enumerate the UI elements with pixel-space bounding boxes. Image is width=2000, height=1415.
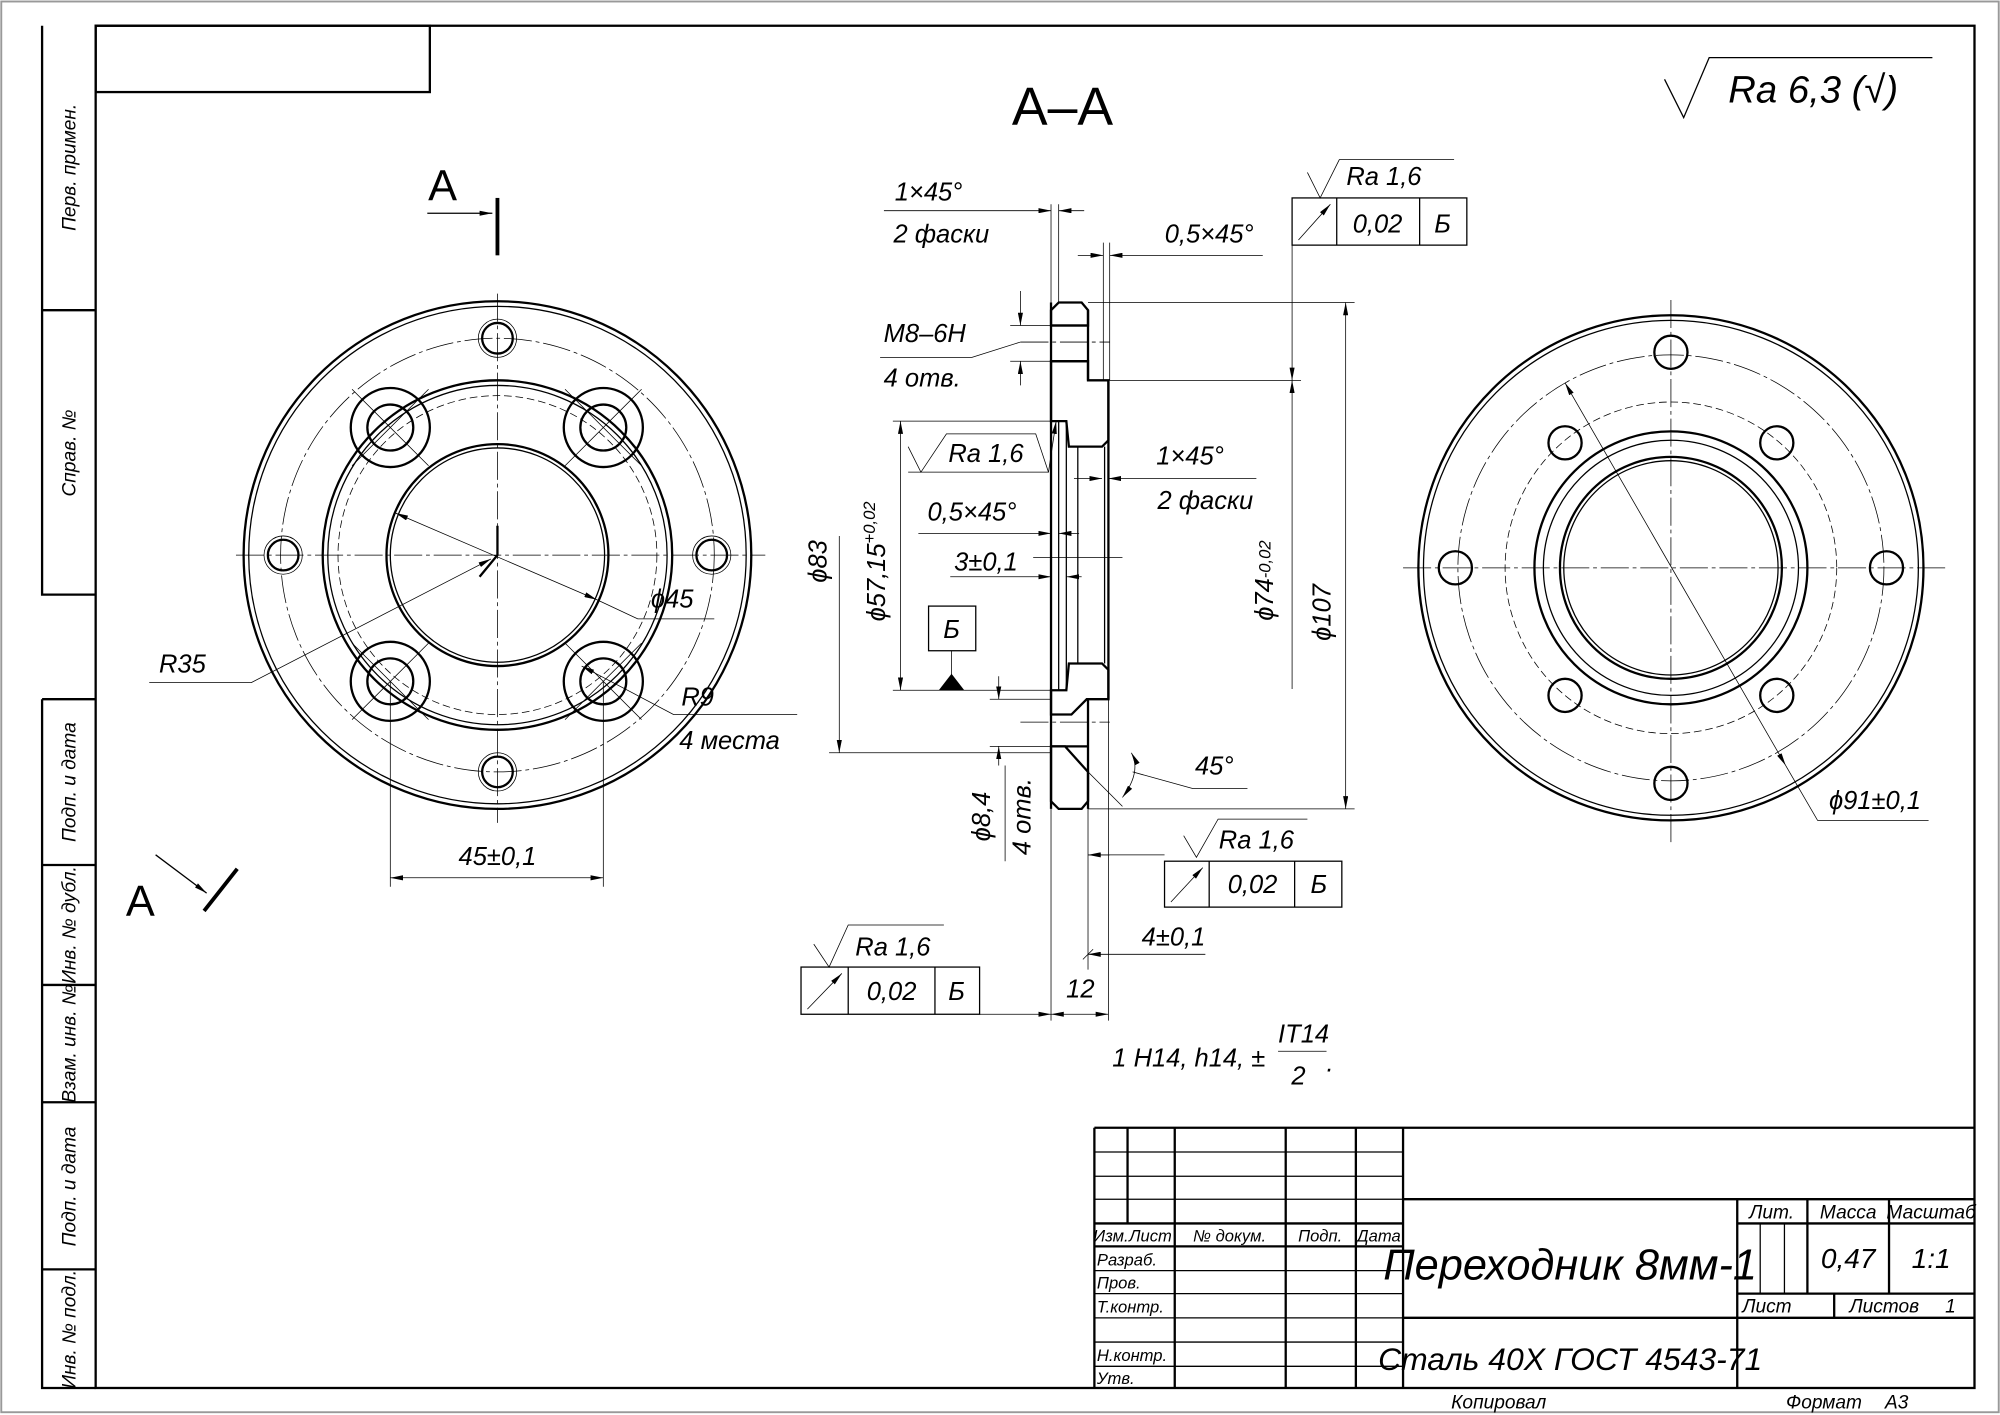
strip-vzam-inv: Взам. инв. № (59, 984, 80, 1102)
dim-chamfer-top-a: 1×45° (895, 178, 963, 206)
tb-header-date: Дата (1355, 1226, 1401, 1245)
tb-mass: 0,47 (1821, 1243, 1877, 1274)
side-strip: Перв. примен. Справ. № Подп. и дата Инв.… (40, 25, 96, 1390)
dim-r9-note: 4 места (679, 727, 780, 755)
tolerance-ra: Ra 1,6 (1346, 163, 1422, 191)
dim-d107: ϕ107 (1308, 583, 1336, 641)
section-mark-bottom: А (126, 878, 155, 926)
tb-copied: Копировал (1451, 1392, 1546, 1413)
tb-sheets: 1 (1945, 1297, 1956, 1318)
tb-lit-label: Лит. (1747, 1202, 1794, 1223)
strip-inv-dubl: Инв. № дубл. (59, 866, 80, 984)
tolerance-datum: Б (948, 978, 965, 1006)
general-roughness: Ra 6,3 (√) (1663, 56, 1933, 120)
dim-chamfer-top-b: 0,5×45° (1165, 221, 1254, 249)
dim-d91: ϕ91±0,1 (1829, 787, 1921, 815)
tb-role-utv: Утв. (1096, 1369, 1135, 1388)
dim-d83: ϕ83 (805, 540, 833, 583)
strip-perv-primen: Перв. примен. (59, 104, 80, 231)
tb-header-sign: Подп. (1298, 1226, 1342, 1245)
strip-podp-data-1: Подп. и дата (59, 722, 80, 842)
tb-role-tkontr: Т.контр. (1097, 1298, 1164, 1317)
drawing-frame (94, 24, 1976, 1390)
svg-text:ϕ57,15+0,02: ϕ57,15+0,02 (860, 501, 891, 621)
note-denominator: 2 (1290, 1062, 1305, 1090)
tb-header-list: Лист (1128, 1226, 1172, 1245)
dim-d57-tol: +0,02 (860, 501, 879, 543)
tolerance-datum: Б (1434, 210, 1451, 238)
right-view: ϕ91±0,1 (1403, 299, 1946, 843)
dim-d45: ϕ45 (651, 585, 694, 613)
tolerance-value: 0,02 (867, 978, 917, 1006)
dim-d74-tol: -0,02 (1255, 540, 1274, 578)
tb-scale: 1:1 (1912, 1243, 1951, 1274)
datum-label: Б (943, 616, 960, 644)
note-prefix: 1 H14, h14, ± (1112, 1045, 1265, 1073)
dim-thread-note: 4 отв. (884, 365, 961, 393)
tolerance-ra: Ra 1,6 (1219, 826, 1295, 854)
strip-podp-data-2: Подп. и дата (59, 1127, 80, 1247)
dim-d74: ϕ74 (1251, 578, 1279, 621)
tb-title: Переходник 8мм-1 (1383, 1242, 1757, 1290)
tb-role-nkontr: Н.контр. (1097, 1346, 1167, 1365)
tolerance-ra: Ra 1,6 (855, 934, 931, 962)
tolerance-frame-top: Ra 1,6 0,02 Б (1291, 159, 1468, 246)
dim-chamfer-mid-a-note: 2 фаски (1156, 487, 1253, 515)
dim-depth: 3±0,1 (954, 548, 1018, 576)
tolerance-frame-right: Ra 1,6 0,02 Б (1163, 818, 1343, 908)
tolerance-value: 0,02 (1228, 871, 1278, 899)
left-view: А А R35 ϕ45 R9 4 места 45±0,1 (126, 162, 798, 926)
section-view: 1×45° 2 фаски 0,5×45° M8–6H 4 отв. ϕ107 … (805, 178, 1355, 1021)
tb-role-razrab: Разраб. (1097, 1251, 1157, 1270)
dim-thread: M8–6H (884, 320, 967, 348)
ra-inner: Ra 1,6 (948, 440, 1024, 468)
tb-sheets-label: Листов (1847, 1297, 1919, 1318)
dim-chamfer-top-a-note: 2 фаски (892, 221, 989, 249)
dim-hole-note: 4 отв. (1009, 778, 1037, 855)
section-mark-top: А (428, 162, 457, 210)
tolerance-datum: Б (1311, 871, 1328, 899)
dim-chamfer-mid-a: 1×45° (1156, 443, 1224, 471)
note-suffix: . (1327, 1050, 1334, 1078)
roughness-general-text: Ra 6,3 (√) (1728, 68, 1898, 111)
tb-role-prov: Пров. (1097, 1273, 1141, 1292)
tolerance-value: 0,02 (1353, 210, 1403, 238)
top-left-box (94, 24, 431, 94)
datum-triangle (938, 673, 965, 691)
tb-scale-label: Масштаб (1886, 1202, 1977, 1223)
dim-spacing: 45±0,1 (459, 843, 537, 871)
tb-material: Сталь 40Х ГОСТ 4543-71 (1378, 1341, 1762, 1377)
general-note: 1 H14, h14, ± IT14 2 . (1112, 1020, 1333, 1090)
dim-d57: ϕ57,15 (863, 543, 891, 622)
strip-sprav-no: Справ. № (59, 410, 80, 497)
strip-inv-podl: Инв. № подл. (59, 1270, 80, 1389)
svg-text:ϕ74-0,02: ϕ74-0,02 (1251, 540, 1279, 620)
dim-angle: 45° (1195, 752, 1234, 780)
tb-format-label: Формат (1786, 1392, 1862, 1413)
tb-mass-label: Масса (1820, 1202, 1877, 1223)
dim-r9: R9 (681, 684, 714, 712)
dim-chamfer-mid-b: 0,5×45° (927, 499, 1016, 527)
dim-hole: ϕ8,4 (968, 792, 996, 842)
dim-r35: R35 (159, 650, 207, 678)
tolerance-frame-left: Ra 1,6 0,02 Б (800, 924, 981, 1015)
tb-header-izm: Изм. (1093, 1226, 1128, 1245)
tb-header-doc: № докум. (1193, 1226, 1266, 1245)
dim-step: 4±0,1 (1142, 923, 1206, 951)
title-block: Изм. Лист № докум. Подп. Дата Разраб. Пр… (1093, 1126, 1977, 1413)
section-title: А–А (1012, 78, 1114, 137)
dim-width: 12 (1066, 976, 1094, 1004)
small-holes (263, 318, 732, 792)
tb-sheet-label: Лист (1740, 1297, 1791, 1318)
note-numerator: IT14 (1278, 1020, 1329, 1048)
tb-format: А3 (1884, 1392, 1909, 1413)
